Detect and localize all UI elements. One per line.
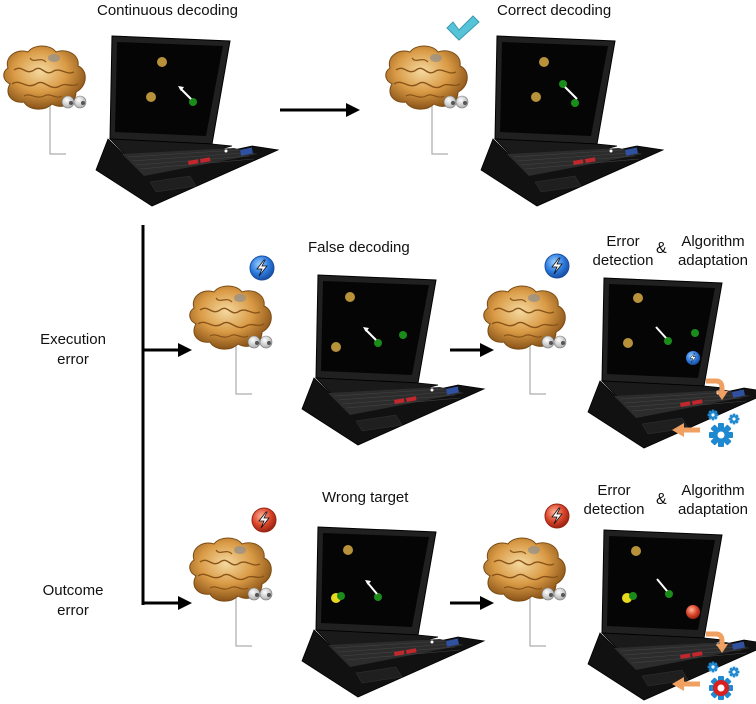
target-green [571, 99, 579, 107]
target-green [189, 98, 197, 106]
gear-icon [707, 409, 740, 447]
target-gold [531, 92, 541, 102]
error-label: Error [606, 233, 640, 250]
target-gold [331, 342, 341, 352]
lightning-icon [686, 605, 700, 619]
adaptation-arrow [672, 378, 728, 437]
ampersand-label: & [656, 491, 667, 508]
outcome-error-line2: error [57, 602, 89, 619]
detection-label: detection [583, 501, 645, 518]
target-gold [623, 338, 633, 348]
brain-icon [189, 285, 273, 395]
target-green [665, 590, 673, 598]
algorithm-label: Algorithm [681, 233, 745, 250]
laptop-icon [301, 526, 485, 698]
target-green [559, 80, 567, 88]
adaptation-arrow [672, 631, 728, 691]
laptop-icon [480, 35, 664, 207]
continuous-decoding-title: Continuous decoding [97, 2, 238, 19]
execution-error-line1: Execution [40, 331, 106, 348]
target-gold [631, 546, 641, 556]
target-green [664, 337, 672, 345]
lightning-icon [544, 503, 570, 529]
target-gold [633, 293, 643, 303]
target-green [629, 592, 637, 600]
brain-icon [385, 45, 469, 155]
checkmark-icon [446, 15, 480, 41]
target-green [399, 331, 407, 339]
correct-decoding-title: Correct decoding [497, 2, 612, 19]
brain-icon [189, 537, 273, 647]
target-gold [345, 292, 355, 302]
adaptation-label: adaptation [677, 501, 749, 518]
branch-line [141, 225, 192, 610]
execution-error-line2: error [57, 351, 89, 368]
target-gold [343, 545, 353, 555]
lightning-icon [251, 507, 277, 533]
lightning-icon [686, 351, 700, 365]
target-green [374, 593, 382, 601]
target-green [691, 329, 699, 337]
algorithm-label: Algorithm [681, 482, 745, 499]
laptop-icon [95, 35, 279, 207]
adaptation-label: adaptation [677, 252, 749, 269]
wrong-target-title: Wrong target [322, 489, 409, 506]
target-gold [146, 92, 156, 102]
lightning-icon [249, 255, 275, 281]
false-decoding-title: False decoding [308, 239, 410, 256]
ampersand-label: & [656, 240, 667, 257]
brain-icon [483, 285, 567, 395]
laptop-icon [301, 274, 485, 446]
lightning-icon [544, 253, 570, 279]
error-label: Error [597, 482, 631, 499]
outcome-error-line1: Outcome [42, 582, 104, 599]
target-gold [539, 57, 549, 67]
target-green [337, 592, 345, 600]
target-gold [157, 57, 167, 67]
brain-icon [483, 537, 567, 647]
brain-icon [3, 45, 87, 155]
detection-label: detection [592, 252, 654, 269]
target-green [374, 339, 382, 347]
